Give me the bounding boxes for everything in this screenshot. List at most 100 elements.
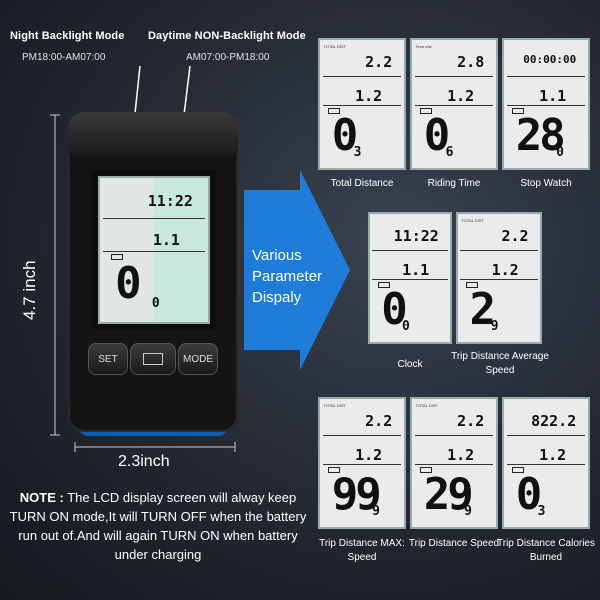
screen-mid-value: 1.1 <box>539 87 567 106</box>
sample-screen: 822.2 1.2 0 3 <box>502 397 590 529</box>
lcd-divider <box>506 75 586 77</box>
screen-top-value: 2.2 <box>457 411 485 430</box>
height-dimension: 4.7 inch <box>20 260 39 320</box>
screen-caption: Total Distance <box>330 178 394 189</box>
screen-big-value: 29 <box>423 469 474 521</box>
lcd-divider <box>460 279 538 281</box>
screen-caption: Trip Distance Calories Burned <box>497 538 595 563</box>
device-lcd-top: 11:22 <box>147 192 193 211</box>
lcd-divider <box>414 464 494 466</box>
arrow-text: Various Parameter Dispaly <box>252 245 322 308</box>
battery-icon <box>512 466 525 473</box>
lcd-divider <box>460 249 538 251</box>
device-lcd-big: 0 <box>115 257 141 309</box>
lcd-divider <box>103 218 205 220</box>
sample-screen: Time ride 2.8 1.2 0 6 <box>410 38 498 170</box>
sample-screen: TOTAL DIST 2.2 1.2 99 9 <box>318 397 406 529</box>
arrow-text-line3: Dispaly <box>252 289 302 306</box>
lcd-divider <box>322 464 402 466</box>
screen-big-value: 0 <box>423 110 450 162</box>
screen-small-value: 9 <box>372 503 380 519</box>
screen-small-value: 0 <box>556 144 564 160</box>
lcd-divider <box>506 105 586 107</box>
screen-mid-value: 1.2 <box>447 87 475 106</box>
note-text: NOTE : The LCD display screen will alway… <box>8 488 308 564</box>
center-button[interactable] <box>130 343 176 375</box>
screen-big-value: 99 <box>331 469 382 521</box>
screen-top-value: 2.2 <box>365 52 393 71</box>
screen-caption: Clock <box>397 359 423 370</box>
screen-caption: Riding Time <box>427 178 481 189</box>
lcd-divider <box>414 75 494 77</box>
sample-screen: TOTAL DIST 2.2 1.2 2 9 <box>456 212 542 344</box>
screen-big-value: 28 <box>515 110 566 162</box>
battery-icon <box>420 466 433 473</box>
battery-icon <box>466 281 479 288</box>
lcd-divider <box>322 75 402 77</box>
screen-top-value: 00:00:00 <box>523 52 577 66</box>
screen-tag: TOTAL DIST <box>461 217 484 223</box>
set-button[interactable]: SET <box>88 343 128 375</box>
screen-big-value: 0 <box>515 469 542 521</box>
arrow-shape <box>244 170 350 370</box>
lcd-divider <box>372 279 448 281</box>
note-body: The LCD display screen will alway keep T… <box>9 490 307 562</box>
sample-screen: TOTAL DIST 2.2 1.2 0 3 <box>318 38 406 170</box>
sample-screen: 11:22 1.1 0 0 <box>368 212 452 344</box>
screen-mid-value: 1.2 <box>355 446 383 465</box>
screen-tag: TOTAL DIST <box>323 43 346 49</box>
screen-small-value: 0 <box>402 318 410 334</box>
mode-button[interactable]: MODE <box>178 343 218 375</box>
arrow-text-line1: Various <box>252 247 302 264</box>
lcd-divider <box>372 249 448 251</box>
screen-tag: TOTAL DIST <box>415 402 438 408</box>
battery-outline-icon <box>143 353 163 365</box>
device-lcd-small: 0 <box>151 296 160 312</box>
night-mode-time: PM18:00-AM07:00 <box>22 52 106 63</box>
screen-mid-value: 1.2 <box>447 446 475 465</box>
lcd-divider <box>414 434 494 436</box>
battery-icon <box>328 107 341 114</box>
screen-top-value: 2.2 <box>365 411 393 430</box>
battery-icon <box>378 281 390 288</box>
screen-small-value: 3 <box>353 144 362 160</box>
sample-screen: 00:00:00 1.1 28 0 <box>502 38 590 170</box>
screen-big-value: 2 <box>469 284 495 336</box>
screen-tag: Time ride <box>415 43 432 49</box>
arrow-text-line2: Parameter <box>252 268 323 285</box>
screen-mid-value: 1.2 <box>355 87 383 106</box>
screen-top-value: 11:22 <box>393 226 439 245</box>
screen-mid-value: 1.1 <box>402 261 430 280</box>
screen-top-value: 2.8 <box>457 52 485 71</box>
battery-icon <box>110 254 123 261</box>
night-mode-title: Night Backlight Mode <box>10 30 125 42</box>
battery-icon <box>328 466 341 473</box>
screen-caption: Trip Distance Average Speed <box>451 351 549 376</box>
note-prefix: NOTE : <box>19 490 64 505</box>
lcd-divider <box>322 434 402 436</box>
screen-tag: TOTAL DIST <box>323 402 346 408</box>
screen-mid-value: 1.2 <box>539 446 567 465</box>
sample-screen: TOTAL DIST 2.2 1.2 29 9 <box>410 397 498 529</box>
screen-small-value: 9 <box>490 318 499 334</box>
screen-caption: Trip Distance Speed <box>408 538 500 549</box>
screen-mid-value: 1.2 <box>491 261 519 280</box>
screen-small-value: 6 <box>445 144 454 160</box>
screen-caption: Trip Distance MAX: Speed <box>319 538 405 563</box>
width-dimension: 2.3inch <box>118 453 170 470</box>
device-lcd-mid: 1.1 <box>152 231 180 250</box>
lcd-divider <box>506 464 586 466</box>
lcd-divider <box>103 251 205 253</box>
lcd-divider <box>322 105 402 107</box>
screen-top-value: 2.2 <box>501 226 529 245</box>
screen-big-value: 0 <box>381 284 407 336</box>
battery-icon <box>420 107 433 114</box>
battery-icon <box>512 107 525 114</box>
screen-small-value: 9 <box>464 503 472 519</box>
lcd-divider <box>506 434 586 436</box>
day-mode-time: AM07:00-PM18:00 <box>186 52 270 63</box>
device-lcd: 11:22 1.1 0 0 <box>98 176 210 324</box>
screen-caption: Stop Watch <box>520 178 572 189</box>
screen-top-value: 822.2 <box>531 411 577 430</box>
screen-small-value: 3 <box>537 503 546 519</box>
